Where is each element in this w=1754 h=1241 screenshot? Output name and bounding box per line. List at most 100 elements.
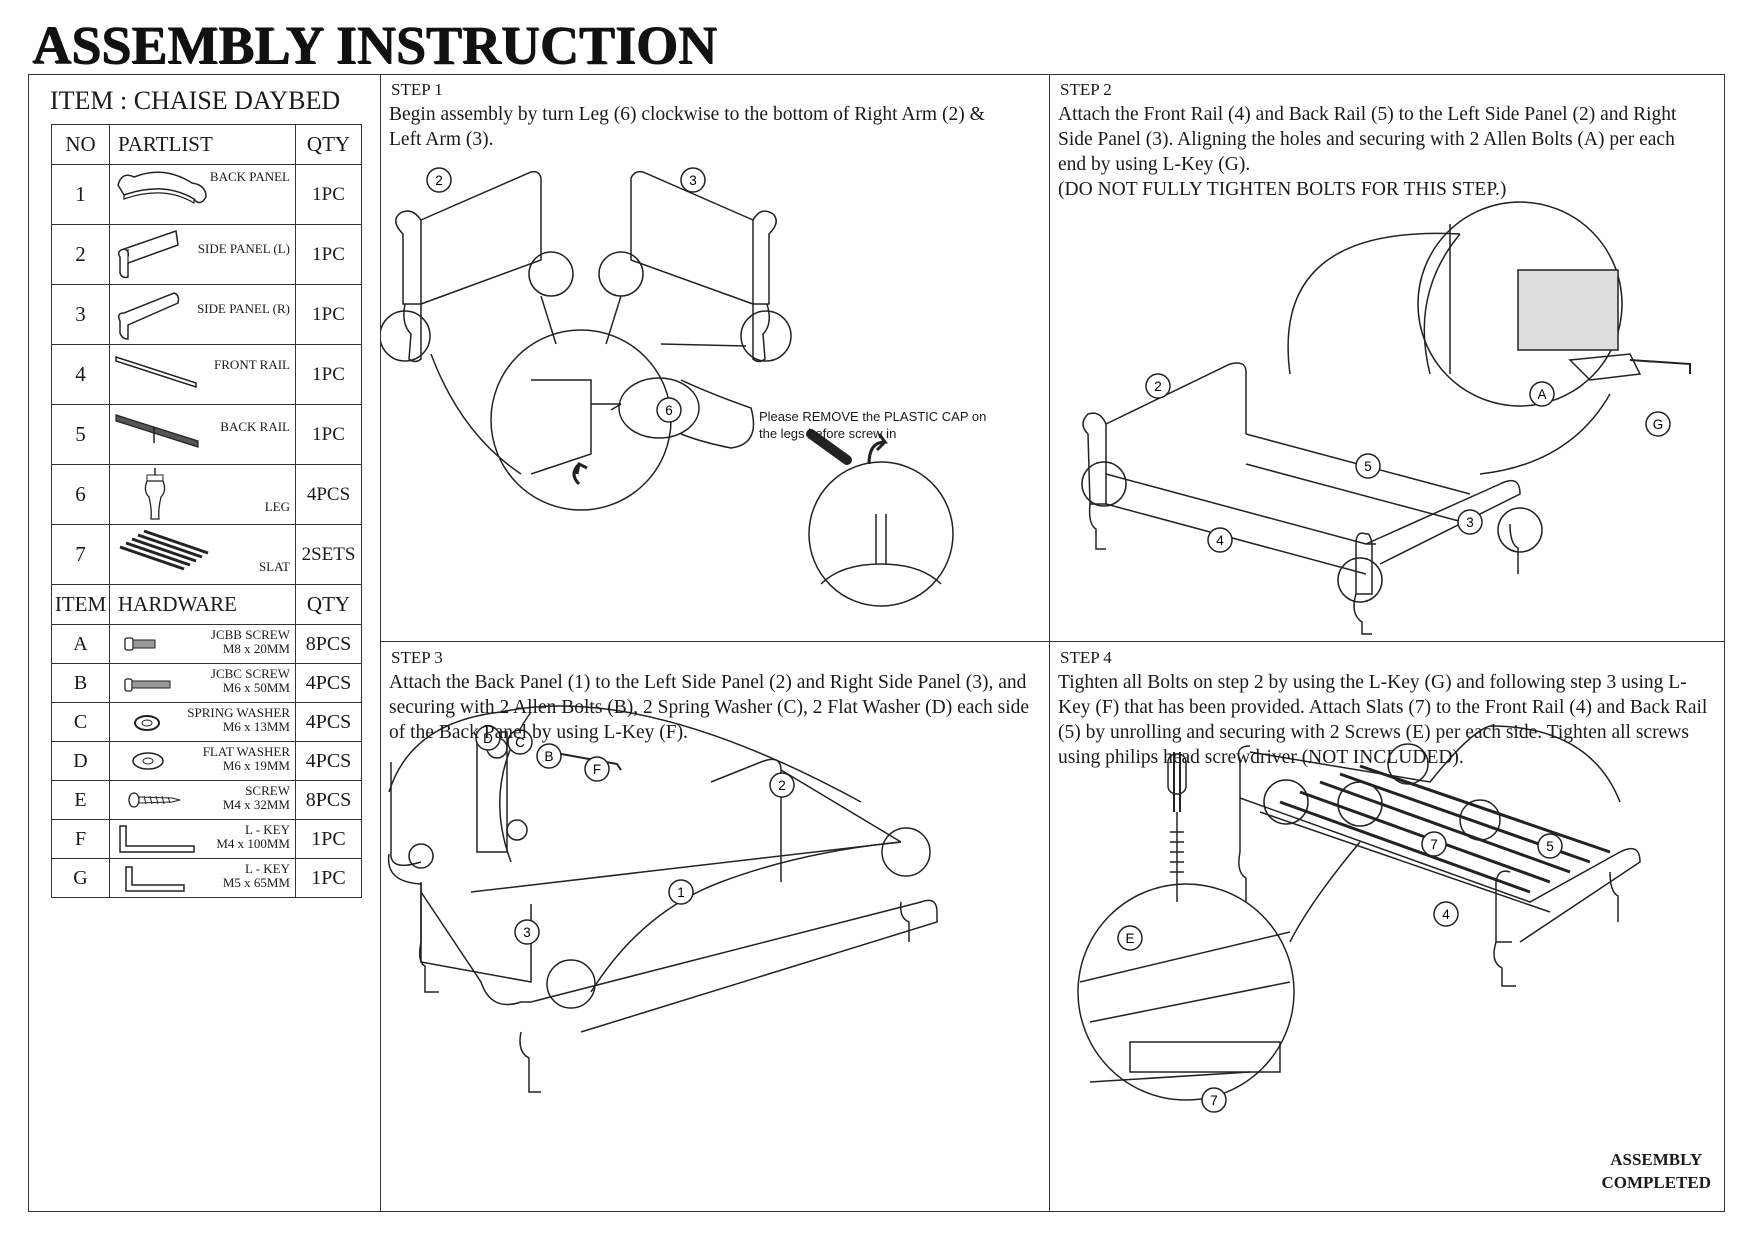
part-no: 7 — [51, 524, 110, 585]
item-title: ITEM : CHAISE DAYBED — [50, 86, 341, 115]
hardware-item: B — [51, 663, 110, 703]
step4-callout-4: 4 — [1442, 907, 1450, 922]
step3-callout-f: F — [593, 762, 601, 777]
leg-icon — [144, 468, 166, 520]
parts-header-row: NO PARTLIST QTY — [51, 124, 362, 165]
step-3-panel: D C B F 2 1 3 STEP 3 Attach the Back Pan… — [381, 642, 1050, 1212]
part-qty: 1PC — [295, 224, 362, 285]
part-no: 5 — [51, 404, 110, 465]
hardware-item: F — [51, 819, 110, 859]
step2-callout-g: G — [1653, 417, 1664, 432]
hardware-item: E — [51, 780, 110, 820]
jcbc-screw-icon — [124, 678, 171, 692]
part-name: FRONT RAIL — [214, 357, 290, 372]
screw-icon — [128, 792, 181, 808]
step4-callout-7: 7 — [1430, 837, 1438, 852]
step4-callout-e: E — [1125, 931, 1134, 946]
jcbb-screw-icon — [124, 637, 156, 651]
plastic-cap-note: Please REMOVE the PLASTIC CAP on the leg… — [759, 409, 987, 441]
parts-column — [28, 74, 381, 1212]
hardware-item: A — [51, 624, 110, 664]
step-4-text: Tighten all Bolts on step 2 by using the… — [1058, 672, 1708, 768]
step-3-label: STEP 3 — [391, 648, 443, 667]
step-2-label: STEP 2 — [1060, 80, 1112, 99]
part-qty: 1PC — [295, 344, 362, 405]
step3-callout-b: B — [544, 749, 553, 764]
part-cell: LEG — [109, 464, 296, 525]
part-no: 3 — [51, 284, 110, 345]
part-no: 2 — [51, 224, 110, 285]
part-row: 1 BACK PANEL 1PC — [51, 164, 362, 225]
step2-callout-2: 2 — [1154, 379, 1162, 394]
part-row: 5 BACK RAIL 1PC — [51, 404, 362, 465]
flat-washer-icon — [132, 752, 164, 770]
part-qty: 1PC — [295, 164, 362, 225]
step-2-text: Attach the Front Rail (4) and Back Rail … — [1058, 104, 1677, 200]
col-header-partlist: PARTLIST — [109, 124, 296, 165]
part-cell: BACK RAIL — [109, 404, 296, 465]
side-panel-left-icon — [117, 229, 179, 279]
step-2-panel: 2 5 4 3 A G STEP 2 Attach the Front Rail… — [1050, 74, 1725, 642]
step4-callout-7b: 7 — [1210, 1093, 1218, 1108]
l-key-icon — [125, 866, 185, 892]
hardware-header-row: ITEM HARDWARE QTY — [51, 584, 362, 625]
step3-callout-3: 3 — [523, 925, 531, 940]
step3-callout-c: C — [515, 735, 525, 750]
part-qty: 1PC — [295, 404, 362, 465]
step2-callout-4: 4 — [1216, 533, 1224, 548]
hardware-qty: 8PCS — [295, 780, 362, 820]
hardware-qty: 1PC — [295, 858, 362, 898]
slat-icon — [119, 529, 209, 571]
col-header-hardware: HARDWARE — [109, 584, 296, 625]
step-3-illustration: D C B F 2 1 3 — [387, 705, 938, 1093]
part-row: 7 SLAT 2SETS — [51, 524, 362, 585]
hardware-item: G — [51, 858, 110, 898]
step-1-label: STEP 1 — [391, 80, 443, 99]
part-qty: 2SETS — [295, 524, 362, 585]
step2-callout-5: 5 — [1364, 459, 1372, 474]
part-cell: SLAT — [109, 524, 296, 585]
front-rail-icon — [115, 355, 197, 389]
step1-callout-6: 6 — [665, 403, 673, 418]
hardware-qty: 4PCS — [295, 741, 362, 781]
back-panel-icon — [117, 171, 207, 205]
step-4-illustration: 7 5 4 E 7 — [1077, 725, 1641, 1113]
part-name: BACK PANEL — [209, 169, 290, 184]
hardware-item: C — [51, 702, 110, 742]
part-cell: SIDE PANEL (R) — [109, 284, 296, 345]
hardware-qty: 1PC — [295, 819, 362, 859]
part-row: 4 FRONT RAIL 1PC — [51, 344, 362, 405]
step1-callout-2: 2 — [435, 173, 443, 188]
part-cell: SIDE PANEL (L) — [109, 224, 296, 285]
part-row: 3 SIDE PANEL (R) 1PC — [51, 284, 362, 345]
hardware-item: D — [51, 741, 110, 781]
part-no: 4 — [51, 344, 110, 405]
part-name: SIDE PANEL (R) — [197, 301, 290, 316]
step3-callout-d: D — [483, 731, 493, 746]
step2-callout-3: 3 — [1466, 515, 1474, 530]
part-no: 6 — [51, 464, 110, 525]
step-3-text: Attach the Back Panel (1) to the Left Si… — [389, 672, 1030, 743]
hardware-qty: 4PCS — [295, 663, 362, 703]
page-title: ASSEMBLY INSTRUCTION — [32, 15, 717, 75]
